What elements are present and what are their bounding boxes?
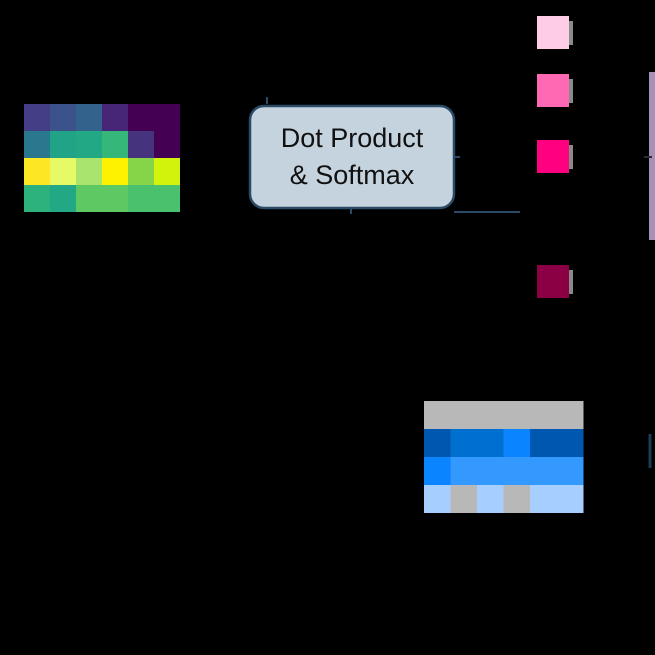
value-matrix-cell [477,429,504,457]
weight-square-shadow [569,270,573,294]
value-matrix-cell [450,457,478,485]
box-label-line1: Dot Product [281,123,424,153]
heatmap-cell [50,131,76,158]
value-matrix-cell [424,457,451,485]
value-matrix [424,401,584,513]
value-matrix-cell [450,485,478,513]
heatmap-cell [128,185,154,212]
value-matrix-cell [556,485,584,513]
heatmap-cell [128,131,154,158]
value-matrix-cell [477,485,504,513]
value-matrix-cell [556,401,584,429]
heatmap-cell [76,185,102,212]
value-matrix-cell [424,485,451,513]
heatmap-cell [50,185,76,212]
weight-square-shadow [569,145,573,169]
value-matrix-cell [530,429,557,457]
heatmap-cell [128,104,154,131]
heatmap-cell [76,158,102,185]
heatmap-cell [76,131,102,158]
value-matrix-cell [477,401,504,429]
heatmap-cell [102,104,128,131]
value-matrix-cell [503,457,531,485]
heatmap-cell [154,158,180,185]
heatmap-cell [102,158,128,185]
value-matrix-cell [530,485,557,513]
attention-weights [537,16,573,298]
query-key-heatmap [24,104,180,212]
value-matrix-cell [477,457,504,485]
value-matrix-cell [424,401,451,429]
heatmap-cell [24,131,50,158]
heatmap-cell [24,158,50,185]
heatmap-cell [154,131,180,158]
value-matrix-cell [450,429,478,457]
attention-weight-square [537,74,569,107]
value-matrix-cell [556,457,584,485]
heatmap-cell [76,104,102,131]
heatmap-cell [154,185,180,212]
value-matrix-cell [503,429,531,457]
heatmap-cell [50,104,76,131]
value-matrix-cell [503,485,531,513]
attention-weight-square [537,140,569,173]
heatmap-cell [154,104,180,131]
heatmap-cell [50,158,76,185]
heatmap-cell [102,185,128,212]
attention-weight-square [537,16,569,49]
heatmap-cell [24,185,50,212]
value-matrix-cell [450,401,478,429]
heatmap-cell [102,131,128,158]
heatmap-cell [24,104,50,131]
value-matrix-cell [556,429,584,457]
attention-weight-square [537,265,569,298]
box-label-line2: & Softmax [290,160,415,190]
weight-square-shadow [569,79,573,103]
weight-square-shadow [569,21,573,45]
value-matrix-cell [503,401,531,429]
value-matrix-cell [424,429,451,457]
dot-product-softmax-box: Dot Product & Softmax [248,104,456,210]
value-matrix-cell [530,457,557,485]
heatmap-cell [128,158,154,185]
value-matrix-cell [530,401,557,429]
